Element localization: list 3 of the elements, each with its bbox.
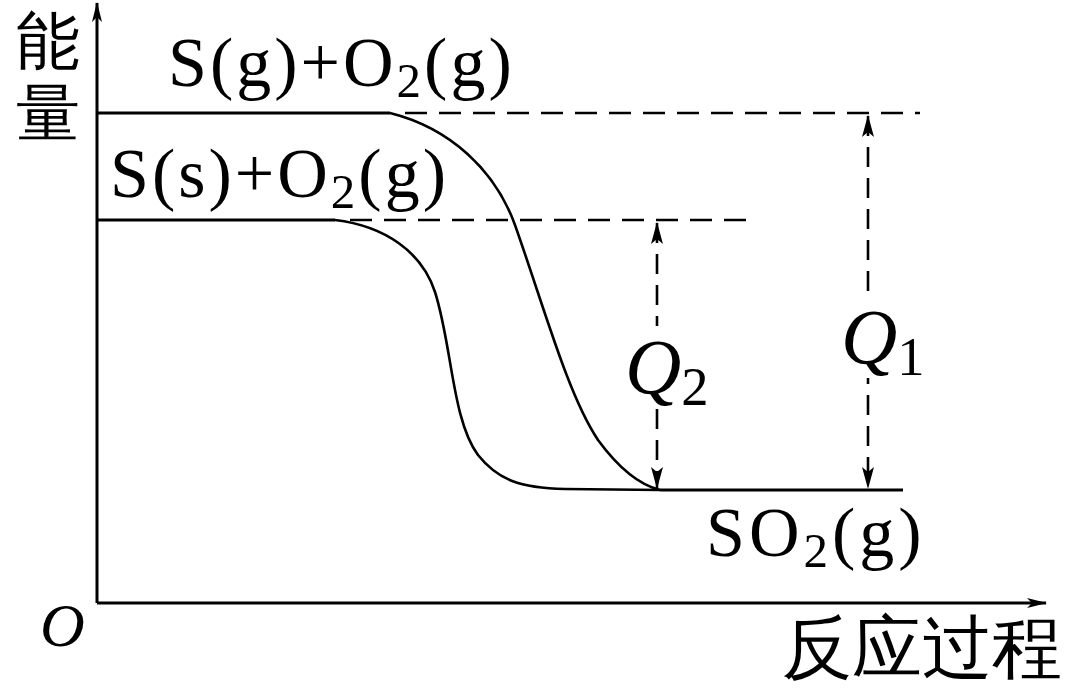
origin-label: O [40, 594, 85, 656]
axis-title: 能量 [16, 6, 80, 150]
axis-title: 反应过程 [782, 614, 1062, 684]
